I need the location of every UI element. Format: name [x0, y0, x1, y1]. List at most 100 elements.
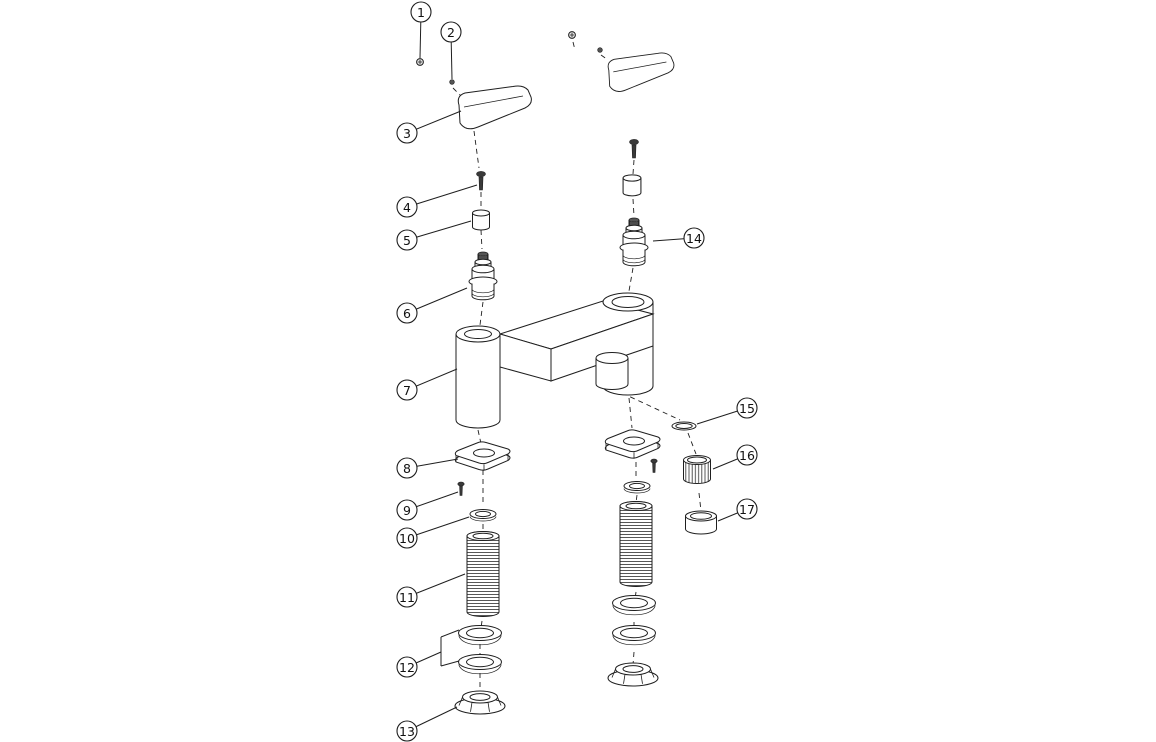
callout-leader-12-branch	[440, 660, 460, 667]
callout-number-4: 4	[403, 200, 411, 215]
callout-circle-14	[683, 227, 705, 249]
assembly-axis-dashed-line	[480, 229, 483, 250]
callout-circle-7	[396, 379, 418, 401]
part-shroud-left	[472, 209, 490, 231]
callout-11: 11	[396, 586, 418, 608]
handle-screw-right-icon	[568, 31, 576, 39]
handle-screw-icon	[416, 58, 424, 66]
callout-circle-17	[736, 498, 758, 520]
callout-circle-9	[396, 499, 418, 521]
callout-number-8: 8	[403, 461, 411, 476]
callout-circle-15	[736, 397, 758, 419]
callout-4: 4	[396, 196, 418, 218]
callout-number-1: 1	[417, 5, 425, 20]
callout-circle-5	[396, 229, 418, 251]
assembly-axis-dashed-line	[698, 492, 702, 512]
part-washer-right	[623, 481, 651, 494]
callout-16: 16	[736, 444, 758, 466]
part-flange-left	[454, 441, 511, 472]
assembly-axis-dashed-line	[477, 429, 483, 449]
part-cartridge-left	[468, 251, 498, 301]
callout-leader-5	[406, 220, 472, 241]
part-fixing-screw-right	[629, 139, 639, 159]
part-threaded-shank-right	[619, 501, 653, 587]
callout-leader-12-branch	[440, 629, 460, 638]
assembly-axis-dashed-line	[635, 494, 638, 504]
part-aerator-cap	[685, 510, 717, 535]
callout-circle-6	[396, 302, 418, 324]
assembly-axis-dashed-line	[628, 397, 633, 429]
callout-circle-2	[440, 21, 462, 43]
assembly-axis-dashed-line	[600, 54, 609, 61]
callout-circle-1	[410, 1, 432, 23]
callout-7: 7	[396, 379, 418, 401]
part-backnut-right	[607, 662, 659, 687]
part-handle-right	[607, 52, 675, 92]
callout-number-9: 9	[403, 503, 411, 518]
callout-number-13: 13	[399, 724, 415, 739]
callout-circle-11	[396, 586, 418, 608]
callout-5: 5	[396, 229, 418, 251]
part-flange-right	[604, 429, 661, 460]
assembly-axis-dashed-line	[632, 198, 635, 217]
assembly-axis-dashed-line	[687, 432, 697, 455]
assembly-axis-dashed-line	[621, 392, 681, 421]
part-threaded-shank-left	[466, 531, 500, 617]
callout-number-5: 5	[403, 233, 411, 248]
assembly-axis-dashed-line	[628, 267, 634, 292]
part-fixing-screw-left	[476, 171, 486, 191]
grub-screw-right-icon	[597, 47, 603, 53]
callout-number-17: 17	[739, 502, 755, 517]
assembly-axis-dashed-line	[572, 41, 576, 51]
part-spout-oring	[671, 421, 697, 431]
callout-13: 13	[396, 720, 418, 742]
callout-number-14: 14	[686, 231, 702, 246]
callout-circle-8	[396, 457, 418, 479]
callout-circle-13	[396, 720, 418, 742]
callout-6: 6	[396, 302, 418, 324]
part-body	[455, 292, 655, 429]
callout-number-7: 7	[403, 383, 411, 398]
callout-leader-4	[406, 184, 478, 208]
part-handle-left	[457, 85, 532, 130]
callout-2: 2	[440, 21, 462, 43]
callout-number-16: 16	[739, 448, 755, 463]
callout-9: 9	[396, 499, 418, 521]
part-seal-washer-right-upper	[612, 595, 656, 616]
callout-12: 12	[396, 656, 418, 678]
part-seal-washer-left-upper	[458, 625, 502, 646]
callout-circle-3	[396, 122, 418, 144]
callout-circle-16	[736, 444, 758, 466]
part-small-screw-left	[457, 481, 465, 496]
callout-circle-10	[396, 527, 418, 549]
part-flow-straightener	[683, 455, 711, 484]
grub-screw-icon	[449, 79, 455, 85]
callout-number-6: 6	[403, 306, 411, 321]
assembly-axis-dashed-line	[473, 130, 480, 169]
assembly-axis-dashed-line	[452, 87, 462, 97]
part-seal-washer-right-lower	[612, 625, 656, 646]
callout-number-11: 11	[399, 590, 415, 605]
callout-circle-12	[396, 656, 418, 678]
callout-1: 1	[410, 1, 432, 23]
callout-number-12: 12	[399, 660, 415, 675]
assembly-axis-dashed-line	[632, 159, 635, 175]
callout-number-15: 15	[739, 401, 755, 416]
part-shroud-right	[622, 174, 642, 197]
part-washer-left	[469, 509, 497, 522]
assembly-axis-dashed-line	[479, 301, 484, 326]
part-cartridge-right	[619, 217, 649, 267]
callout-number-3: 3	[403, 126, 411, 141]
callout-number-2: 2	[447, 25, 455, 40]
part-small-screw-right	[650, 458, 658, 473]
callout-number-10: 10	[399, 531, 415, 546]
callout-circle-4	[396, 196, 418, 218]
callout-14: 14	[683, 227, 705, 249]
callout-leader-6	[406, 287, 468, 314]
assembly-axis-dashed-line	[480, 620, 483, 629]
callout-leader-10	[406, 516, 470, 539]
callout-17: 17	[736, 498, 758, 520]
callout-15: 15	[736, 397, 758, 419]
